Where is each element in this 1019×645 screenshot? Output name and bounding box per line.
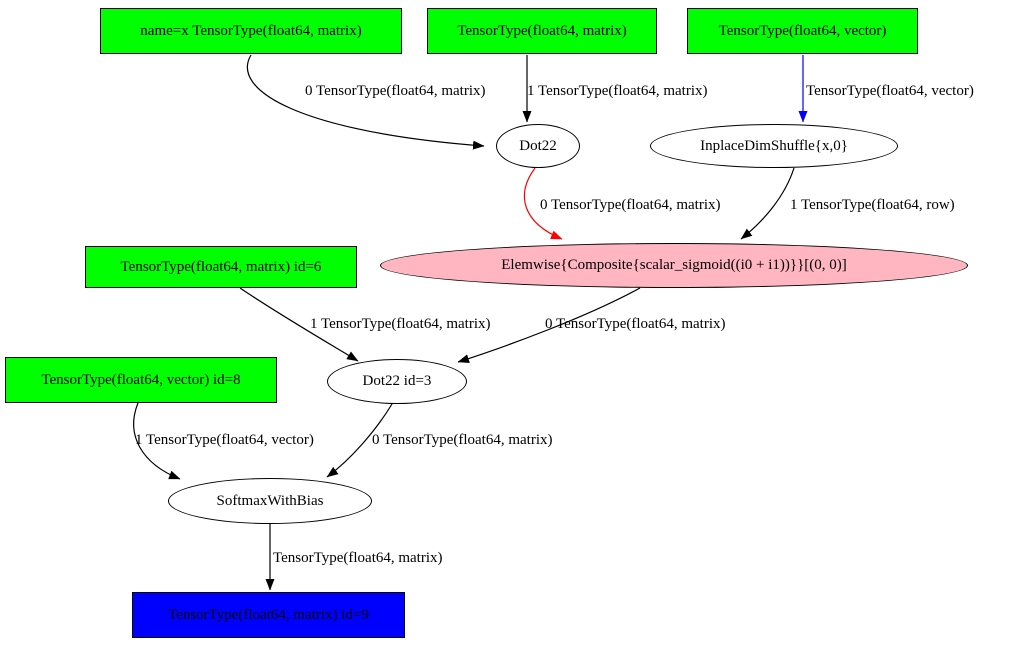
edge-input-x-to-dot22 bbox=[246, 54, 485, 150]
edge-dot22-to-elemwise bbox=[523, 167, 563, 240]
node-output-id9: TensorType(float64, matrix) id=9 bbox=[132, 592, 405, 638]
node-softmax-with-bias: SoftmaxWithBias bbox=[168, 478, 372, 524]
edge-elemwise-to-dot22-id3 bbox=[457, 287, 641, 363]
edge-dot22-id3-to-softmax bbox=[326, 403, 393, 478]
node-label: name=x TensorType(float64, matrix) bbox=[140, 22, 362, 39]
node-vector-id8: TensorType(float64, vector) id=8 bbox=[5, 357, 277, 403]
node-label: TensorType(float64, matrix) id=9 bbox=[168, 606, 369, 623]
node-matrix-id6: TensorType(float64, matrix) id=6 bbox=[85, 246, 357, 288]
node-input-vector: TensorType(float64, vector) bbox=[687, 8, 918, 54]
node-label: TensorType(float64, matrix) id=6 bbox=[120, 258, 322, 275]
edge-label: 1 TensorType(float64, vector) bbox=[135, 432, 314, 448]
edge-label: TensorType(float64, matrix) bbox=[273, 550, 443, 566]
node-input-matrix: TensorType(float64, matrix) bbox=[427, 8, 657, 54]
edge-label: 0 TensorType(float64, matrix) bbox=[372, 432, 553, 448]
edge-label: 0 TensorType(float64, matrix) bbox=[540, 197, 721, 213]
edge-label: 0 TensorType(float64, matrix) bbox=[305, 83, 486, 99]
edge-vector-id8-to-softmax bbox=[133, 402, 181, 480]
node-elemwise-sigmoid: Elemwise{Composite{scalar_sigmoid((i0 + … bbox=[380, 243, 968, 288]
node-label: Dot22 id=3 bbox=[362, 373, 432, 389]
node-label: TensorType(float64, vector) bbox=[718, 22, 887, 39]
edge-label: 1 TensorType(float64, row) bbox=[790, 197, 955, 213]
edge-dimshuffle-to-elemwise bbox=[740, 167, 795, 240]
edge-label: 1 TensorType(float64, matrix) bbox=[310, 316, 491, 332]
node-dot22-id3: Dot22 id=3 bbox=[327, 359, 467, 404]
node-label: Elemwise{Composite{scalar_sigmoid((i0 + … bbox=[501, 257, 847, 273]
node-label: InplaceDimShuffle{x,0} bbox=[700, 137, 848, 154]
edge-label: 0 TensorType(float64, matrix) bbox=[545, 316, 726, 332]
node-inplace-dimshuffle: InplaceDimShuffle{x,0} bbox=[650, 124, 898, 168]
edge-label: 1 TensorType(float64, matrix) bbox=[527, 83, 708, 99]
node-label: Dot22 bbox=[519, 137, 557, 154]
edge-label: TensorType(float64, vector) bbox=[806, 83, 974, 99]
node-dot22: Dot22 bbox=[496, 124, 580, 168]
node-label: SoftmaxWithBias bbox=[216, 492, 324, 509]
node-input-x: name=x TensorType(float64, matrix) bbox=[100, 8, 402, 54]
node-label: TensorType(float64, matrix) bbox=[457, 22, 627, 39]
edge-matrix-id6-to-dot22-id3 bbox=[239, 287, 359, 362]
node-label: TensorType(float64, vector) id=8 bbox=[41, 371, 241, 388]
